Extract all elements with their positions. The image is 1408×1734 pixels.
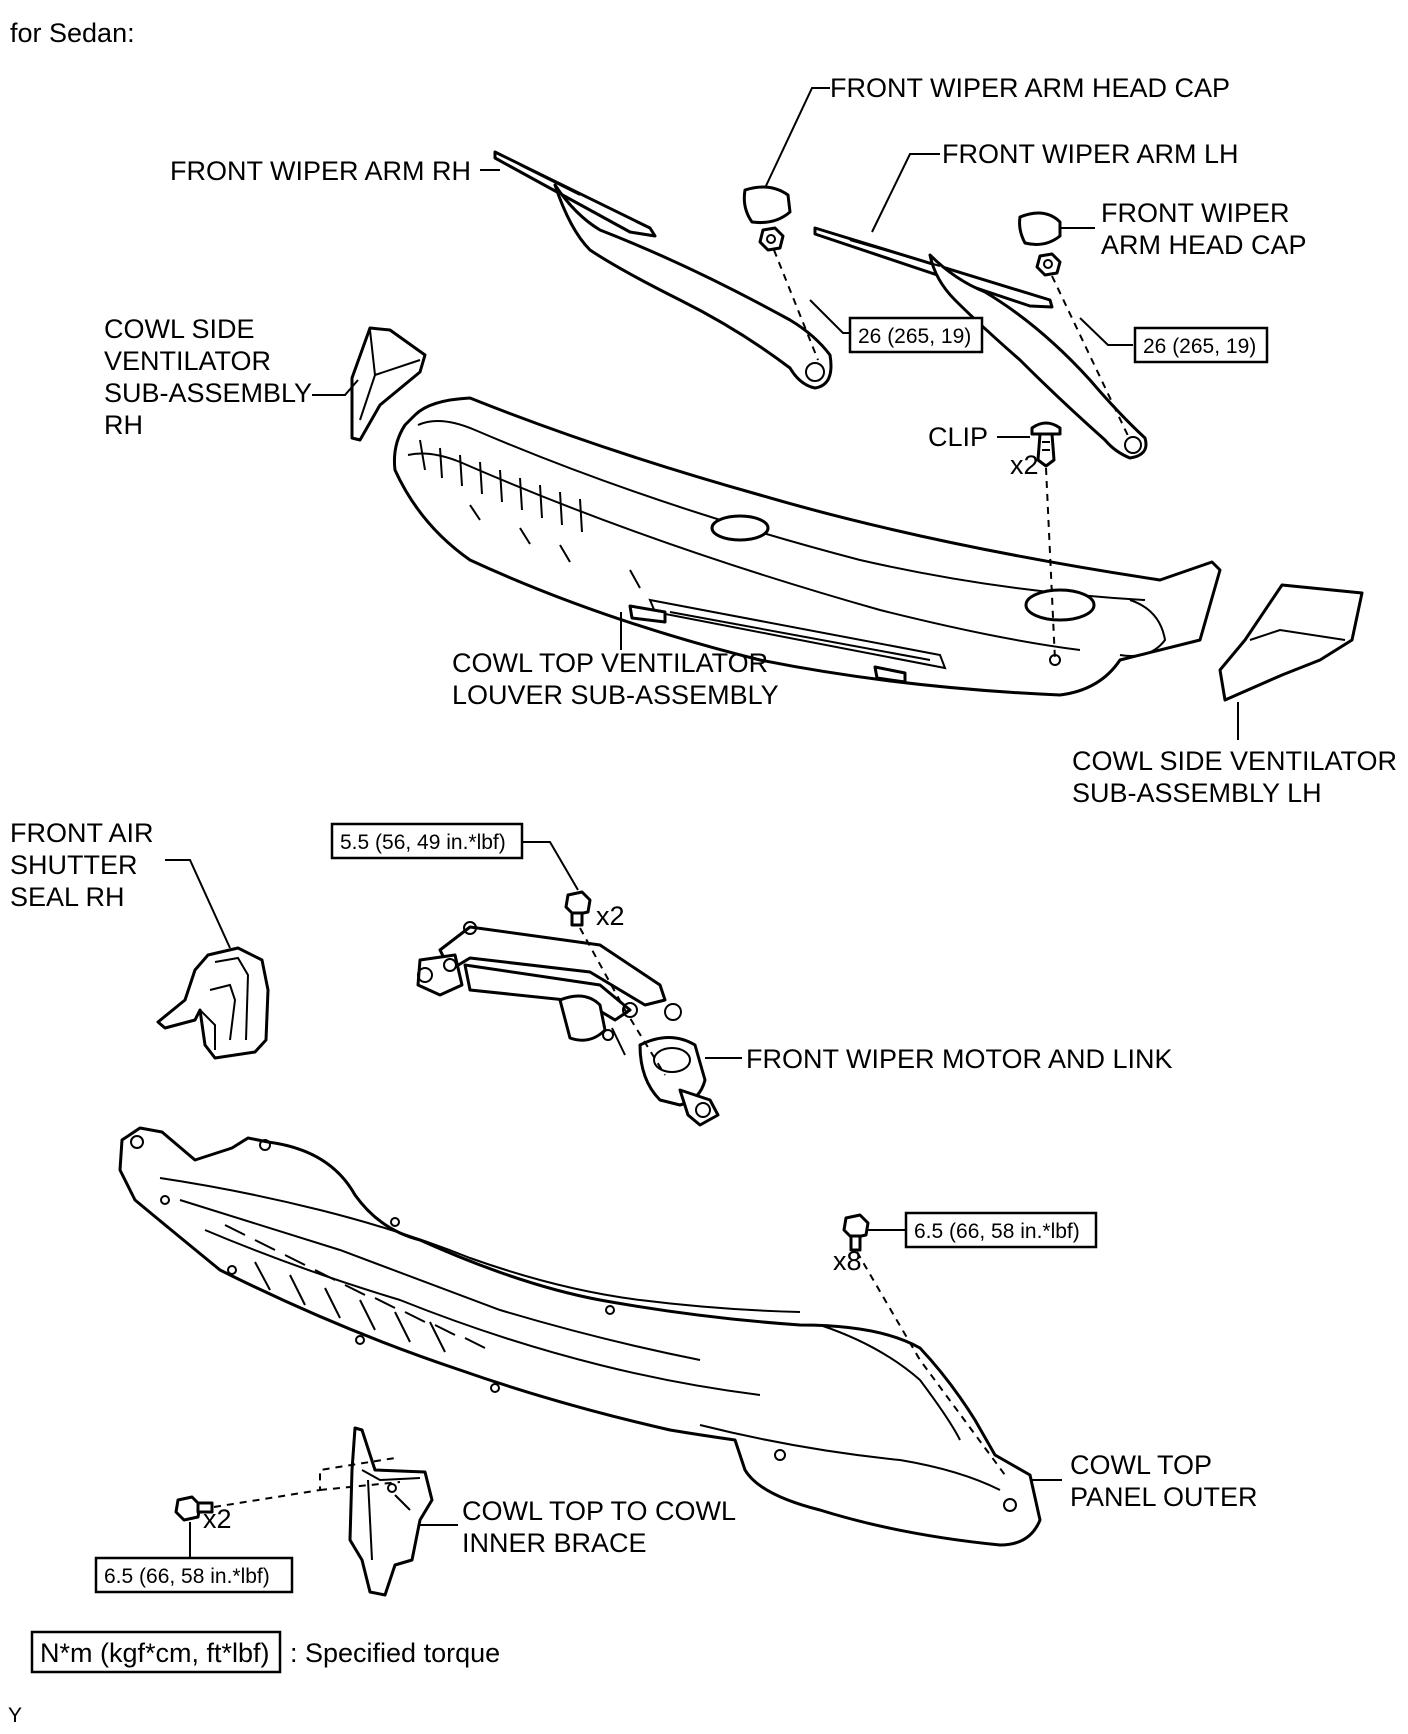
label-cowl-side-lh-1: COWL SIDE VENTILATOR (1072, 746, 1397, 776)
brace-bolt (174, 1495, 214, 1522)
leader-head-cap-rh (764, 87, 830, 189)
label-cowl-side-rh-4: RH (104, 410, 143, 440)
nut-rh-dashed-line (773, 249, 819, 361)
arm-lh-nut (1035, 252, 1062, 277)
torque-legend: N*m (kgf*cm, ft*lbf) : Specified torque (30, 1630, 500, 1674)
cowl-top-to-cowl-inner-brace (348, 1426, 434, 1597)
qty-panel-bolts: x8 (833, 1246, 862, 1276)
label-louver-2: LOUVER SUB-ASSEMBLY (452, 680, 779, 710)
label-brace-1: COWL TOP TO COWL (462, 1496, 736, 1526)
label-head-cap-rh: FRONT WIPER ARM HEAD CAP (830, 73, 1230, 103)
svg-text:6.5 (66, 58 in.*lbf): 6.5 (66, 58 in.*lbf) (914, 1220, 1080, 1243)
label-air-shutter-3: SEAL RH (10, 882, 125, 912)
torque-box-brace: 6.5 (66, 58 in.*lbf) (94, 1556, 294, 1594)
label-arm-lh: FRONT WIPER ARM LH (942, 139, 1239, 169)
label-cowl-side-rh-3: SUB-ASSEMBLY (104, 378, 312, 408)
leader-torque-arm-rh (809, 299, 850, 334)
front-wiper-arm-rh (493, 150, 833, 390)
label-head-cap-lh-1: FRONT WIPER (1101, 198, 1290, 228)
leader-air-shutter (165, 859, 231, 949)
label-cowl-side-rh-2: VENTILATOR (104, 346, 271, 376)
label-air-shutter-2: SHUTTER (10, 850, 138, 880)
torque-box-arm-lh: 26 (265, 19) (1133, 326, 1269, 364)
label-cowl-side-rh-1: COWL SIDE (104, 314, 255, 344)
leader-torque-arm-lh (1079, 317, 1133, 346)
torque-box-panel: 6.5 (66, 58 in.*lbf) (904, 1211, 1098, 1249)
cowl-top-ventilator-louver (393, 396, 1222, 697)
label-arm-rh: FRONT WIPER ARM RH (170, 156, 471, 186)
label-air-shutter-1: FRONT AIR (10, 818, 154, 848)
label-cowl-side-lh-2: SUB-ASSEMBLY LH (1072, 778, 1322, 808)
header-text: for Sedan: (10, 18, 135, 48)
qty-motor-bolts: x2 (596, 901, 625, 931)
torque-box-motor: 5.5 (56, 49 in.*lbf) (330, 822, 524, 860)
label-clip: CLIP (928, 422, 988, 452)
panel-bolt (842, 1213, 870, 1252)
front-air-shutter-seal-rh (156, 946, 270, 1060)
head-cap-lh (1018, 211, 1062, 246)
panel-bolt-dashed-line (856, 1251, 1006, 1476)
cowl-side-ventilator-lh (1218, 583, 1364, 702)
label-brace-2: INNER BRACE (462, 1528, 647, 1558)
qty-clip: x2 (1010, 450, 1039, 480)
legend-box-text: N*m (kgf*cm, ft*lbf) (40, 1638, 270, 1668)
leader-cowl-side-rh (312, 379, 359, 396)
torque-box-arm-rh: 26 (265, 19) (848, 316, 984, 354)
label-louver-1: COWL TOP VENTILATOR (452, 648, 768, 678)
head-cap-rh (742, 185, 792, 224)
cowl-side-ventilator-rh (350, 326, 427, 442)
legend-description: : Specified torque (290, 1638, 500, 1668)
leader-motor-torque (522, 841, 579, 891)
leader-arm-lh (871, 153, 940, 233)
qty-brace-bolts: x2 (203, 1504, 232, 1534)
clip (1030, 421, 1062, 468)
label-motor-link: FRONT WIPER MOTOR AND LINK (746, 1044, 1173, 1074)
label-panel-outer-1: COWL TOP (1070, 1450, 1212, 1480)
footer-mark: Y (8, 1704, 22, 1727)
cowl-top-panel-outer (118, 1126, 1042, 1547)
svg-text:6.5 (66, 58 in.*lbf): 6.5 (66, 58 in.*lbf) (104, 1565, 270, 1588)
label-head-cap-lh-2: ARM HEAD CAP (1101, 230, 1307, 260)
arm-rh-nut (758, 226, 785, 252)
svg-text:26 (265, 19): 26 (265, 19) (858, 325, 971, 348)
motor-bolt-dashed-line (579, 927, 666, 1076)
nut-lh-dashed-line (1051, 275, 1131, 441)
front-wiper-motor-and-link (416, 921, 720, 1127)
svg-text:5.5 (56, 49 in.*lbf): 5.5 (56, 49 in.*lbf) (340, 831, 506, 854)
label-panel-outer-2: PANEL OUTER (1070, 1482, 1258, 1512)
clip-dashed-line (1045, 467, 1056, 661)
brace-bolt-dashed-line (213, 1457, 401, 1508)
motor-bolt (564, 890, 592, 927)
svg-text:26 (265, 19): 26 (265, 19) (1143, 335, 1256, 358)
